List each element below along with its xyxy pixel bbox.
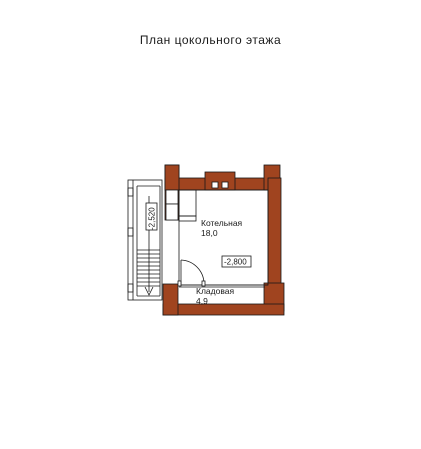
stair-side-block [127,187,134,197]
interior-lines [178,189,269,288]
door-arc [180,259,205,285]
room-area-storage: 4,9 [196,296,208,306]
stair-level-mark: -2,520 [148,207,157,230]
boiler-room-outline [178,189,269,286]
door-frame-right [201,280,206,287]
bottom-wall [162,303,285,316]
room-name-boiler: Котельная [201,218,243,228]
left-wall-lower [162,283,179,316]
flue-right [221,181,229,189]
chimney-block [204,171,236,191]
opening-top [165,189,179,205]
room-name-storage: Кладовая [196,286,234,296]
flue-left [211,181,219,189]
opening-mid [165,203,179,221]
stair-level-box [145,202,158,231]
stair-side-block [127,227,134,237]
door-swing [177,259,206,287]
top-wall-pier-left [164,164,180,191]
floor-level-mark: -2,800 [224,258,247,267]
plan-title: План цокольного этажа [139,33,282,47]
stair-arrow-head [144,286,154,296]
stair-side-block [127,283,134,293]
equipment-base [178,215,197,222]
upper-left-detail [165,189,179,221]
room-area-boiler: 18,0 [201,228,218,238]
staircase [127,179,163,301]
chimney-flues [211,181,229,189]
door-frame-left [177,280,182,287]
equipment-block [178,189,197,217]
stair-outer-frame [127,179,163,301]
floor-level-box [221,255,252,268]
brick-walls [162,164,285,316]
